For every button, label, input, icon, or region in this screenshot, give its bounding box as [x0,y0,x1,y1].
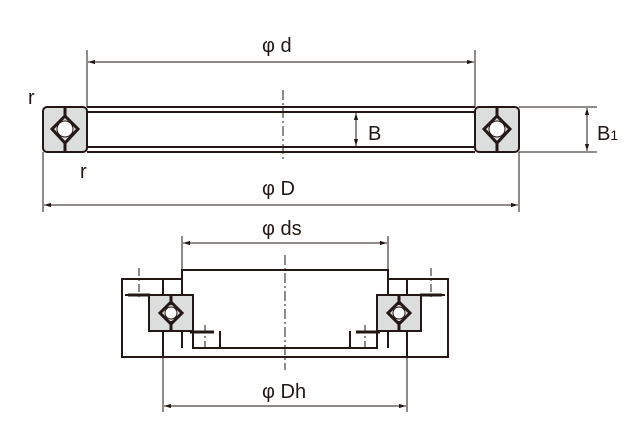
outer-diameter-label: φ D [262,178,295,200]
bore-diameter-label: φ d [262,35,292,57]
housing-diameter-label: φ Dh [262,381,306,403]
width-label: B [368,123,381,145]
total-width-label: B1 [597,123,618,145]
mounting-view: φ ds φ Dh [122,218,448,412]
bearing-section-left [41,105,89,154]
radius-label-top: r [28,87,35,109]
bearing-section-right [473,105,521,154]
top-view: φ d φ D B B1 r r [28,35,618,212]
shaft-diameter-label: φ ds [262,218,302,240]
radius-label-bottom: r [80,161,87,183]
